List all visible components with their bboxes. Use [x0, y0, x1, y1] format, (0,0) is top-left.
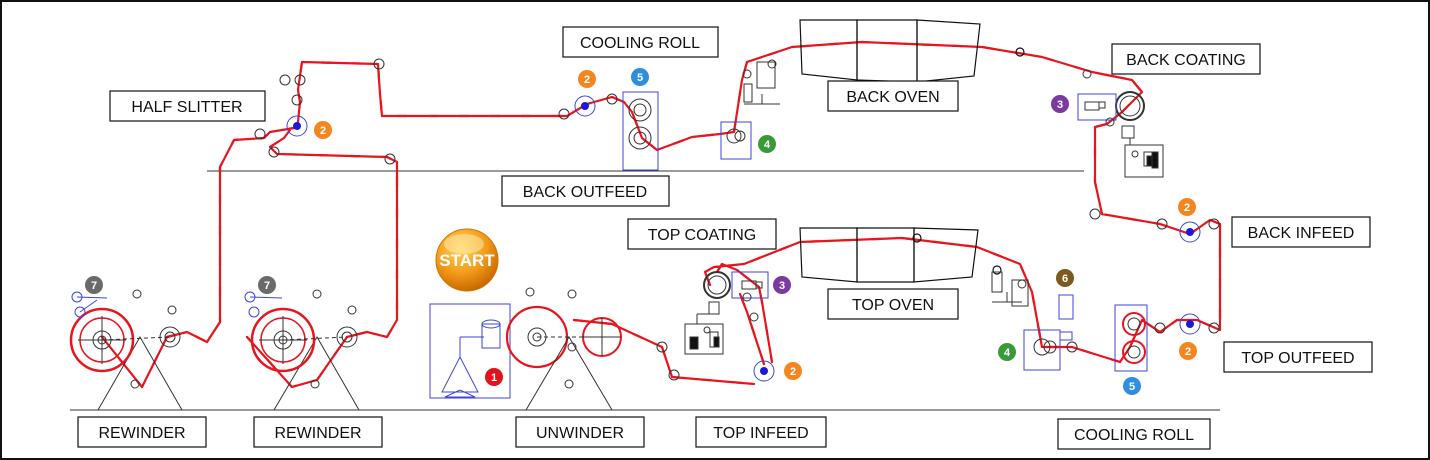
- badge-5-cooling-top: 5: [631, 68, 649, 86]
- rewinder-1-stand: [97, 335, 183, 411]
- badge-2-half-slitter: 2: [314, 121, 332, 139]
- badge-3-top-coating: 3: [773, 276, 791, 294]
- rewinder-1-lay-on-arm: [71, 291, 108, 318]
- label-back-outfeed: BACK OUTFEED: [523, 184, 647, 201]
- svg-text:6: 6: [1062, 273, 1068, 285]
- label-cooling-roll-bottom: COOLING ROLL: [1074, 427, 1194, 444]
- label-top-infeed: TOP INFEED: [713, 425, 808, 442]
- label-rewinder-1: REWINDER: [98, 425, 185, 442]
- top-outfeed-area: [991, 271, 1220, 372]
- badge-2-cooling-top: 2: [578, 70, 596, 88]
- svg-text:2: 2: [790, 366, 796, 378]
- rewinder-2-roll: [250, 307, 316, 373]
- label-rewinder-2: REWINDER: [274, 425, 361, 442]
- label-top-oven: TOP OVEN: [852, 297, 934, 314]
- svg-text:2: 2: [1184, 202, 1190, 214]
- svg-text:4: 4: [1004, 347, 1011, 359]
- back-coating-station: [1077, 69, 1164, 178]
- svg-text:3: 3: [1057, 99, 1063, 111]
- back-infeed-rolls: [1089, 208, 1220, 243]
- start-button[interactable]: START: [435, 228, 499, 292]
- svg-text:2: 2: [320, 125, 326, 137]
- back-pull-roll-box: [720, 121, 752, 160]
- badge-7-rewinder-2: 7: [258, 276, 276, 294]
- label-top-coating: TOP COATING: [648, 227, 756, 244]
- svg-text:7: 7: [264, 280, 270, 292]
- web-path: [100, 40, 1222, 389]
- label-back-oven: BACK OVEN: [846, 89, 939, 106]
- svg-text:7: 7: [91, 280, 97, 292]
- badge-2-top-outfeed: 2: [1179, 342, 1197, 360]
- rewinder-2-machine: [244, 289, 360, 411]
- top-oven: [799, 227, 1002, 283]
- svg-text:2: 2: [584, 74, 590, 86]
- svg-text:1: 1: [491, 372, 497, 384]
- label-half-slitter: HALF SLITTER: [131, 99, 242, 116]
- badge-7-rewinder-1: 7: [85, 276, 103, 294]
- badge-1-unwinder: 1: [485, 368, 503, 386]
- rewinder-1-roll: [69, 307, 135, 373]
- back-oven: [799, 19, 1025, 83]
- unwinder-machine: [429, 287, 622, 411]
- rewinder-2-shaft: [336, 326, 358, 348]
- half-slitter-rolls: [254, 58, 396, 165]
- rewinder-2-lay-on-arm: [244, 291, 283, 318]
- top-pull-roll-box: [1023, 329, 1061, 371]
- label-texts: HALF SLITTER COOLING ROLL BACK OVEN BACK…: [98, 35, 1354, 444]
- rewinder-2-stand: [273, 336, 360, 411]
- rewinder-1-machine: [69, 289, 183, 411]
- badge-2-back-infeed: 2: [1178, 198, 1196, 216]
- svg-text:2: 2: [1185, 346, 1191, 358]
- badge-4-top-outfeed: 4: [998, 343, 1016, 361]
- badge-5-cooling-bottom: 5: [1123, 377, 1141, 395]
- svg-text:3: 3: [779, 280, 785, 292]
- start-button-label: START: [439, 251, 495, 270]
- badge-2-top-infeed: 2: [784, 362, 802, 380]
- badge-6-top-outfeed: 6: [1056, 269, 1074, 287]
- label-cooling-roll-top: COOLING ROLL: [580, 35, 700, 52]
- top-infeed-rolls: [656, 341, 775, 382]
- bottom-cooling-roll-box: [1114, 304, 1148, 372]
- label-unwinder: UNWINDER: [536, 425, 624, 442]
- badge-3-back-coating: 3: [1051, 95, 1069, 113]
- label-top-outfeed: TOP OUTFEED: [1241, 350, 1354, 367]
- label-back-coating: BACK COATING: [1126, 52, 1246, 69]
- svg-text:4: 4: [764, 139, 771, 151]
- badge-4-back-outfeed: 4: [758, 135, 776, 153]
- label-boxes: [77, 26, 1373, 450]
- svg-text:5: 5: [1129, 381, 1135, 393]
- label-back-infeed: BACK INFEED: [1248, 225, 1355, 242]
- top-coating-station: [684, 271, 769, 355]
- back-outfeed-area: [558, 59, 780, 171]
- svg-text:5: 5: [637, 72, 643, 84]
- badges: 2 2 5 4 3 2 7 7: [85, 68, 1197, 395]
- unwinder-stand: [525, 336, 613, 411]
- top-cooling-roll-box: [622, 91, 659, 171]
